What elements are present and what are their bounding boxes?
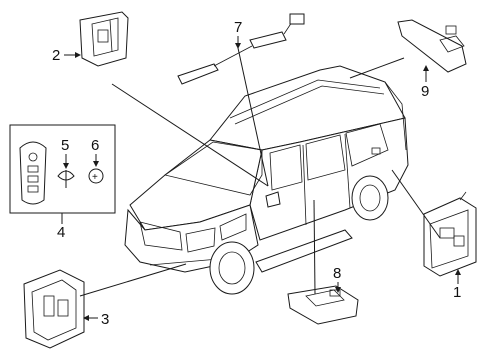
callout-label-8: 8	[333, 265, 341, 282]
callout-label-4: 4	[57, 224, 65, 241]
callout-label-9: 9	[421, 83, 429, 100]
svg-text:+: +	[92, 172, 98, 183]
vehicle-drawing	[124, 65, 409, 295]
receiver-module-part	[23, 269, 85, 349]
callout-label-6: 6	[91, 137, 99, 154]
callout-label-1: 1	[453, 284, 461, 301]
callout-label-3: 3	[101, 311, 109, 328]
leader-lines	[65, 47, 441, 297]
callout-8: 8	[333, 265, 341, 293]
callout-5: 5	[61, 137, 69, 169]
antenna-part	[177, 13, 305, 85]
callout-label-7: 7	[234, 19, 242, 36]
roof-bracket-part	[397, 19, 467, 73]
callout-9: 9	[421, 65, 429, 100]
callout-label-5: 5	[61, 137, 69, 154]
callout-6: 6	[91, 137, 99, 167]
callout-3: 3	[83, 311, 109, 328]
bracket-part	[79, 11, 129, 67]
callout-label-2: 2	[52, 47, 60, 64]
callout-2: 2	[52, 47, 81, 64]
rear-antenna-part	[287, 285, 359, 325]
callout-4: 4	[57, 213, 65, 241]
key-fob-kit: +	[9, 124, 116, 214]
callout-1: 1	[453, 269, 461, 301]
callout-7: 7	[234, 19, 242, 49]
control-module-part	[423, 191, 477, 277]
